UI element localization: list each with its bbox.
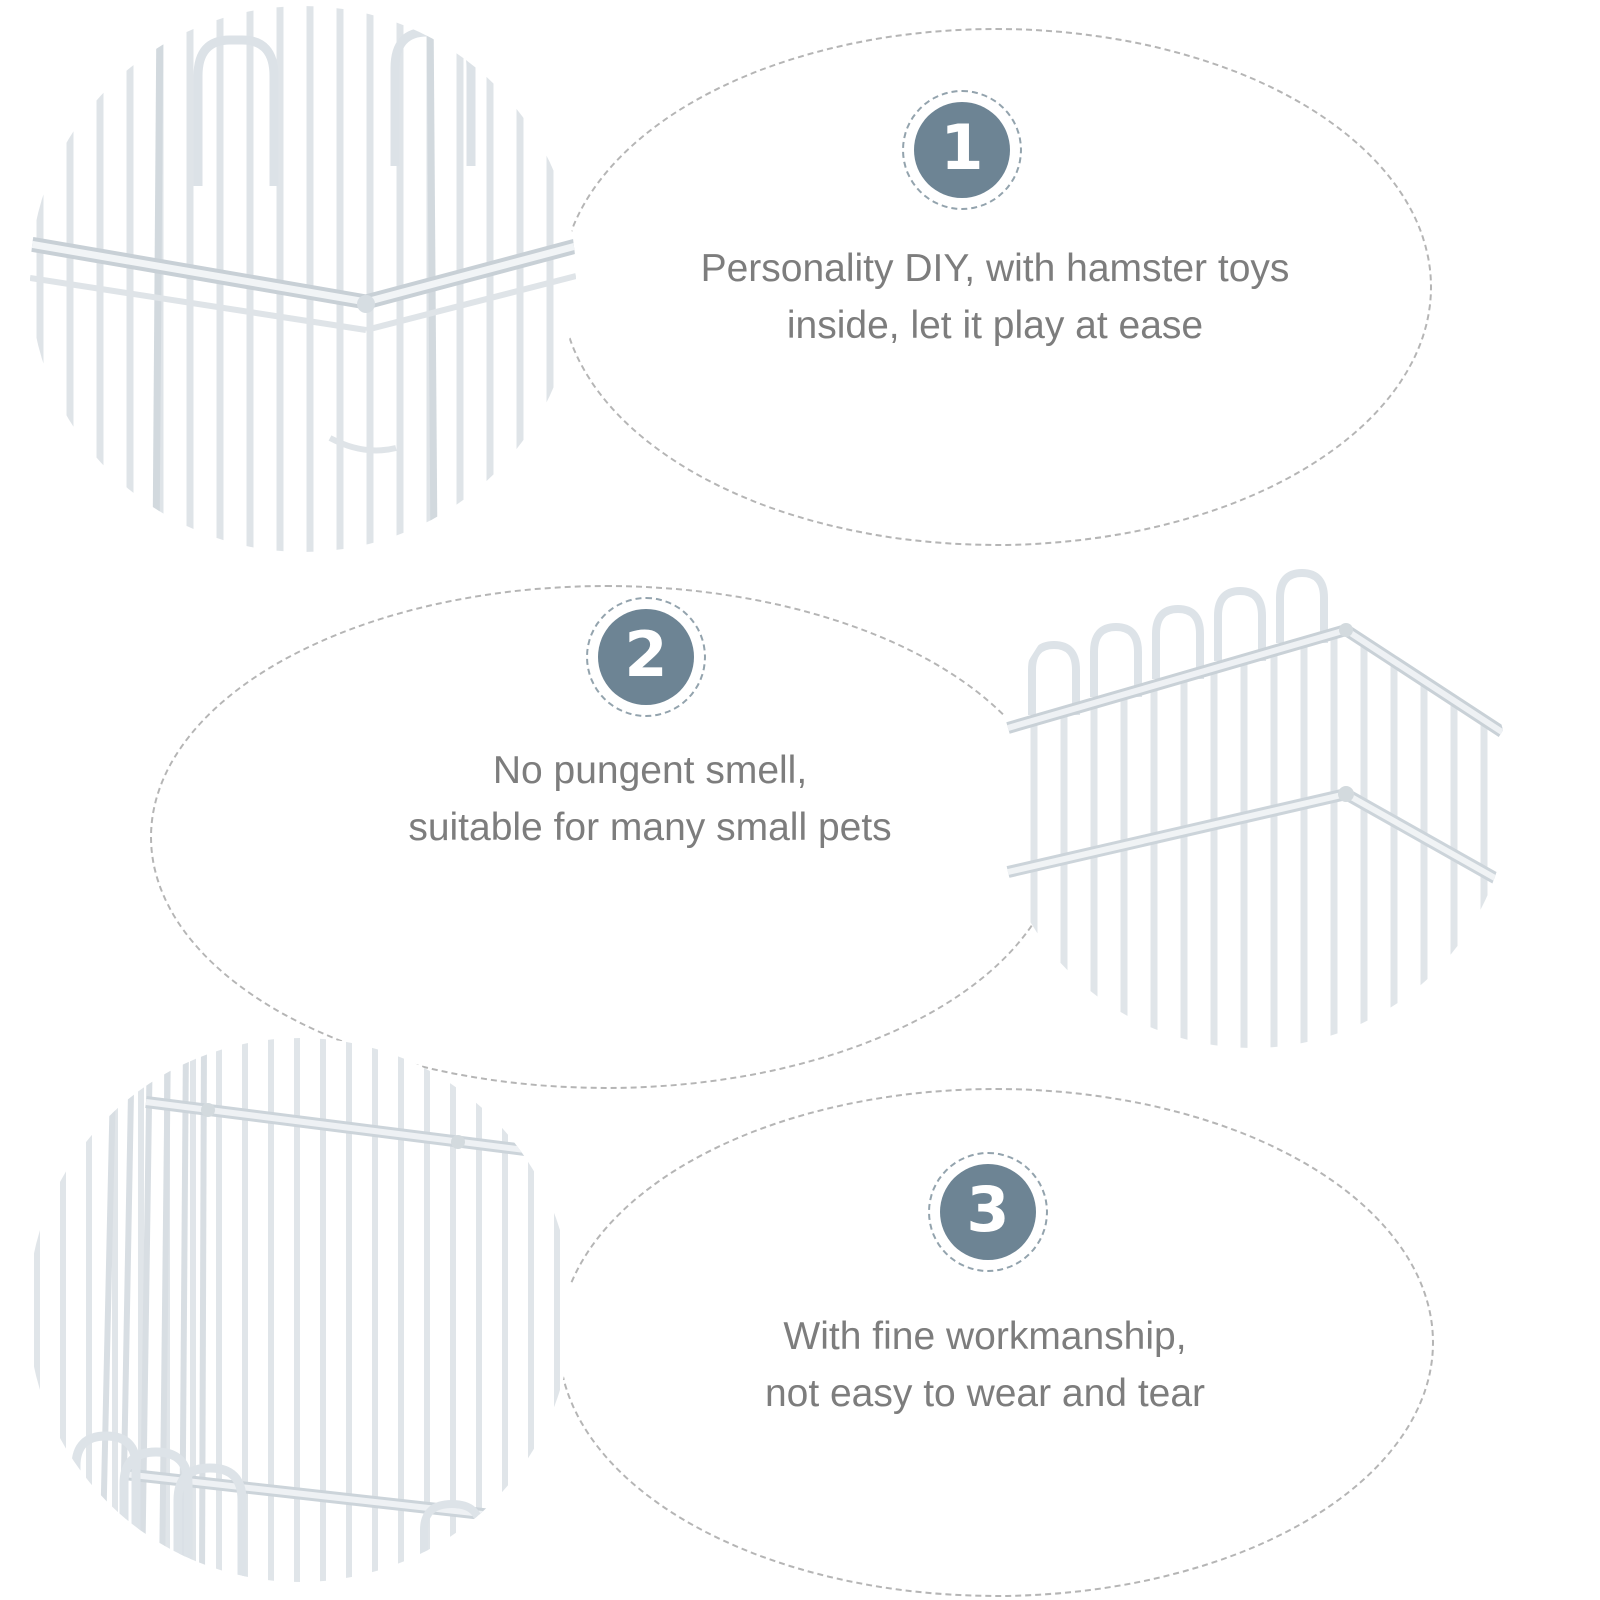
wire-panel-side-art (28, 1038, 572, 1582)
feature-3-number: 3 (966, 1173, 1010, 1246)
photo-wire-panel-side (28, 1038, 572, 1582)
feature-2-badge: 2 (586, 597, 706, 717)
feature-3-caption: With fine workmanship, not easy to wear … (585, 1308, 1385, 1422)
feature-3-badge-circle: 3 (940, 1164, 1036, 1260)
wire-panel-corner-art (1006, 568, 1506, 1048)
feature-1-caption-line-1: Personality DIY, with hamster toys (700, 247, 1290, 290)
feature-3-badge: 3 (928, 1152, 1048, 1272)
feature-2-caption: No pungent smell, suitable for many smal… (250, 742, 1050, 856)
feature-3-caption-line-2: not easy to wear and tear (764, 1372, 1206, 1415)
feature-1-badge-circle: 1 (914, 102, 1010, 198)
feature-2-caption-line-2: suitable for many small pets (408, 806, 892, 849)
photo-wire-panel-corner (994, 532, 1510, 1048)
feature-2-badge-circle: 2 (598, 609, 694, 705)
feature-1-caption: Personality DIY, with hamster toys insid… (595, 240, 1395, 354)
feature-2-number: 2 (624, 618, 668, 691)
feature-1-badge: 1 (902, 90, 1022, 210)
feature-3-caption-line-1: With fine workmanship, (783, 1315, 1187, 1358)
feature-1-number: 1 (940, 111, 984, 184)
wire-cage-corner-art (30, 6, 576, 552)
photo-wire-cage-corner (30, 6, 576, 552)
feature-1-caption-line-2: inside, let it play at ease (786, 304, 1204, 347)
feature-2-caption-line-1: No pungent smell, (492, 749, 808, 792)
